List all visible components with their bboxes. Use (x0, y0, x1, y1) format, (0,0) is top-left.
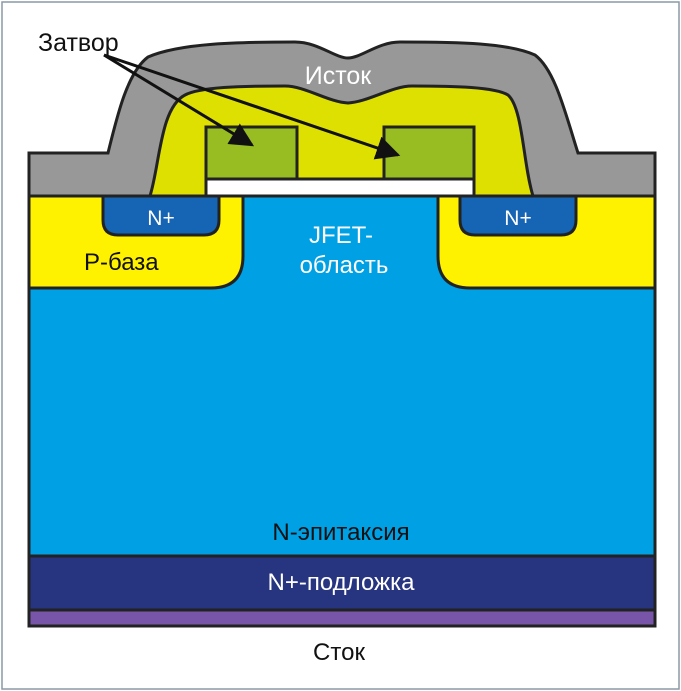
jfet-label-line2: область (300, 252, 389, 279)
n-plus-label-right: N+ (504, 207, 531, 230)
gate-poly-right (382, 125, 476, 181)
gate-insulator (204, 177, 476, 198)
p-base-label: P-база (84, 249, 159, 276)
gate-pointer-arrow-right (103, 53, 401, 160)
substrate-label: N+-подложка (268, 569, 416, 596)
n-plus-region-left (101, 194, 221, 237)
jfet-label-line1: JFET- (309, 222, 373, 249)
n-plus-label-left: N+ (147, 207, 174, 230)
drain-metal (27, 608, 657, 628)
n-epitaxy-label: N-эпитаксия (272, 519, 409, 546)
gate-pointer-arrow-left (103, 53, 255, 147)
source-label: Исток (305, 62, 373, 90)
gate-poly-left (204, 125, 299, 181)
gate-label: Затвор (38, 29, 119, 57)
drain-label: Сток (313, 639, 365, 666)
n-plus-region-right (458, 194, 578, 237)
